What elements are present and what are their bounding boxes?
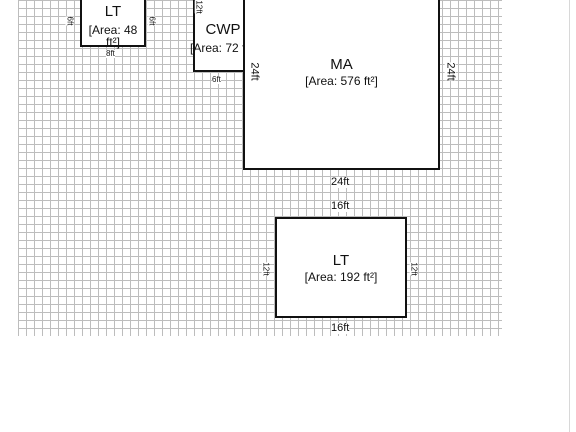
room-name: LT	[332, 252, 350, 269]
room-name: CWP	[205, 21, 241, 38]
room-area: [Area: 48 ft²]	[88, 23, 138, 49]
room-ma: MA [Area: 576 ft²]	[243, 0, 440, 170]
room-name: LT	[104, 3, 122, 20]
room-area: [Area: 72 ft²]	[189, 41, 257, 55]
dim-left: 12ft	[261, 262, 271, 276]
dim-left: 6ft	[65, 16, 75, 26]
room-name: MA	[330, 56, 353, 73]
page-edge-line	[569, 0, 570, 432]
dim-bottom: 6ft	[212, 75, 221, 84]
room-area: [Area: 192 ft²]	[304, 270, 378, 284]
dim-bottom: 24ft	[331, 176, 350, 188]
dim-left: 24ft	[248, 62, 261, 81]
room-area: [Area: 576 ft²]	[305, 74, 378, 88]
dim-bottom: 16ft	[331, 322, 350, 334]
dim-top: 16ft	[331, 200, 350, 212]
dim-left: 12ft	[194, 0, 204, 14]
dim-right: 12ft	[409, 262, 419, 276]
dim-bottom: 8ft	[106, 49, 115, 58]
dim-right: 24ft	[444, 62, 457, 81]
room-lt-large: LT [Area: 192 ft²]	[275, 217, 407, 318]
room-lt-small: LT [Area: 48 ft²]	[80, 0, 146, 49]
dim-right: 6ft	[147, 16, 157, 26]
